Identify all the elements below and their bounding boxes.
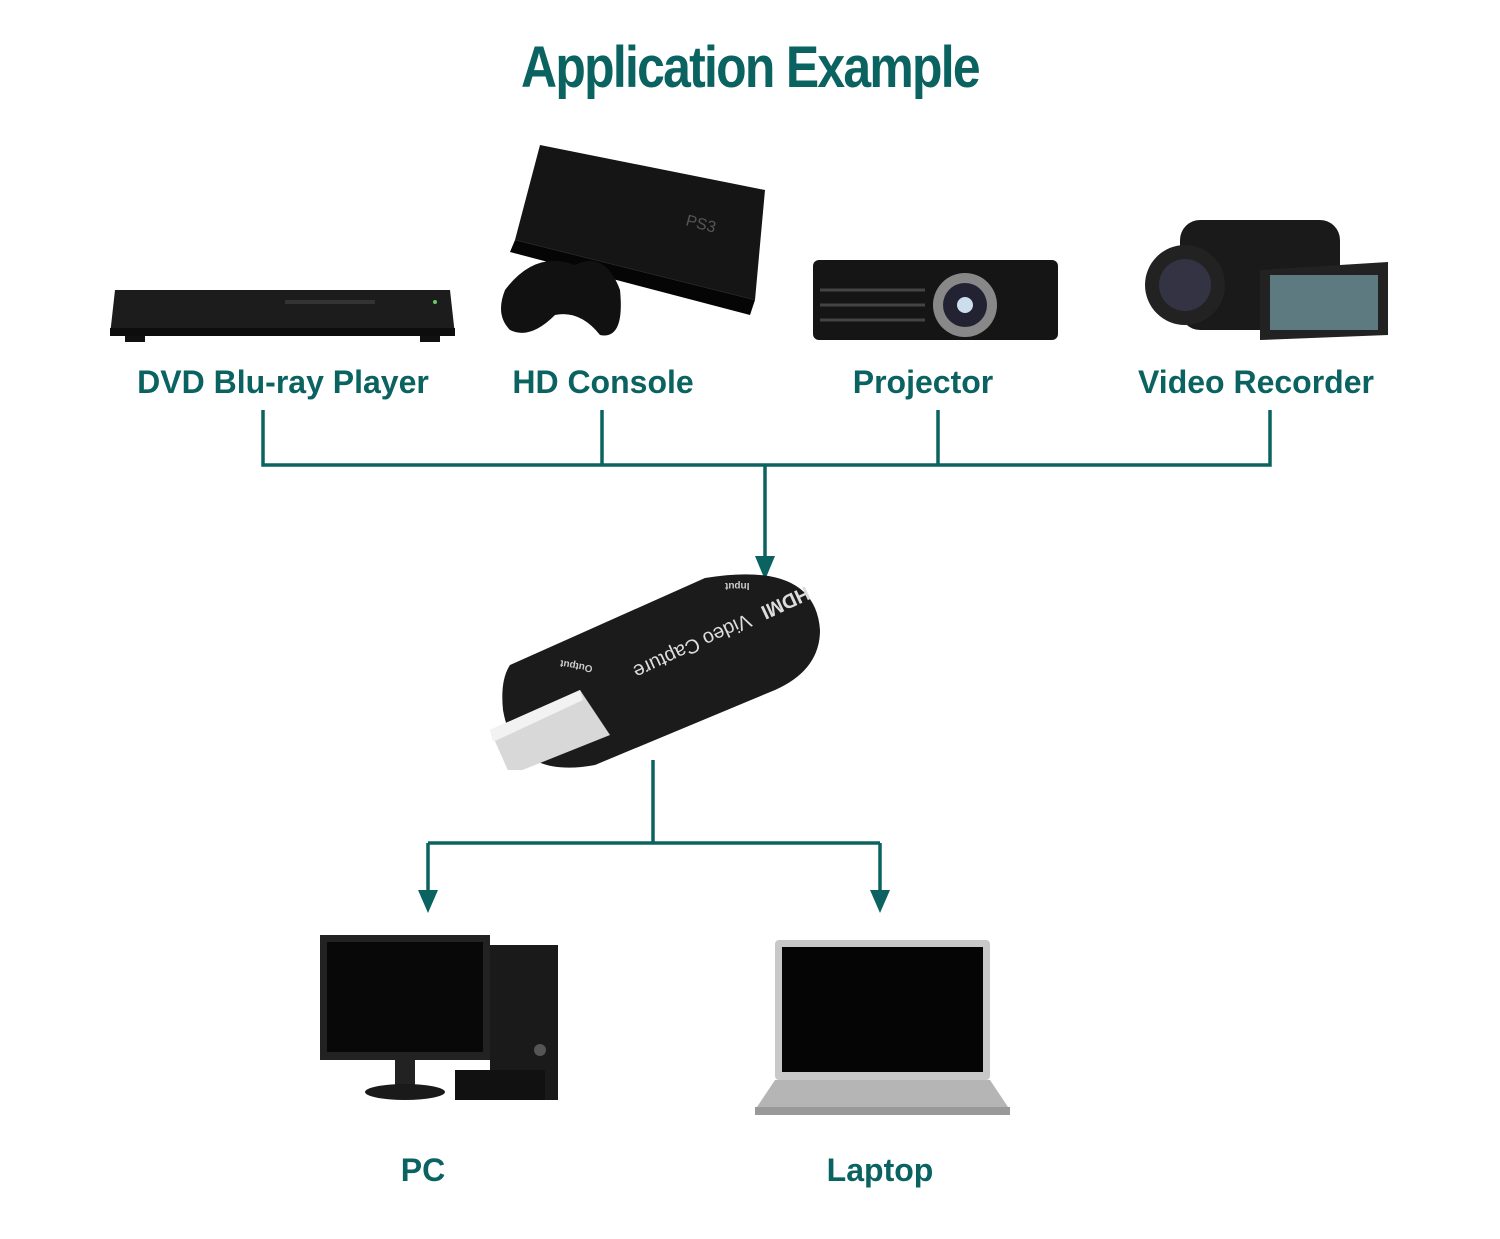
hdmi-video-capture-device: HDMI Video Capture Input Output <box>485 570 835 770</box>
arrow-to-laptop-icon <box>870 890 890 913</box>
source-label-recorder: Video Recorder <box>1138 364 1374 400</box>
page-title: Application Example <box>521 35 981 100</box>
output-bus-line <box>426 760 882 895</box>
source-label-console: HD Console <box>512 364 694 400</box>
arrow-to-pc-icon <box>418 890 438 913</box>
capture-input-label: Input <box>725 580 750 591</box>
arrow-to-capture-icon <box>755 556 775 580</box>
source-bus-line <box>261 410 1272 560</box>
output-label-pc: PC <box>400 1152 446 1188</box>
desktop-pc-icon <box>320 935 558 1100</box>
game-console-icon: PS3 <box>501 145 765 336</box>
camcorder-icon <box>1145 220 1388 340</box>
dvd-player-icon <box>110 290 455 342</box>
laptop-icon <box>755 940 1010 1115</box>
source-label-dvd: DVD Blu-ray Player <box>137 364 429 400</box>
output-label-laptop: Laptop <box>826 1152 934 1188</box>
source-label-projector: Projector <box>852 364 994 400</box>
projector-icon <box>813 260 1058 340</box>
